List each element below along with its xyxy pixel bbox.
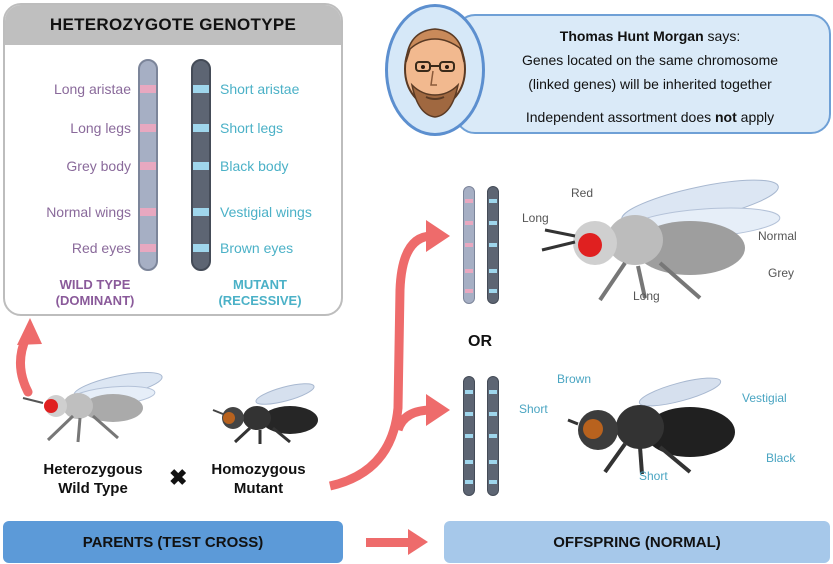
wild-trait-label: Long legs	[70, 120, 131, 136]
wild-type-caption: WILD TYPE (DOMINANT)	[35, 277, 155, 309]
wild-caption-line: (DOMINANT)	[55, 293, 135, 308]
or-label: OR	[468, 333, 492, 350]
parents-bar: PARENTS (TEST CROSS)	[3, 521, 343, 563]
band	[489, 460, 497, 464]
mutant-caption-line: (RECESSIVE)	[218, 293, 302, 308]
band	[465, 480, 473, 484]
mutant-band	[193, 162, 209, 170]
band	[465, 460, 473, 464]
wild-band	[140, 85, 156, 93]
band	[489, 480, 497, 484]
wild-band	[140, 208, 156, 216]
quote-line: Genes located on the same chromosome	[521, 52, 779, 68]
band	[489, 434, 497, 438]
band	[489, 199, 497, 203]
morgan-portrait	[385, 4, 485, 136]
arrowhead	[426, 394, 450, 426]
offspring-bar: OFFSPRING (NORMAL)	[444, 521, 830, 563]
band	[465, 412, 473, 416]
band	[489, 412, 497, 416]
wild-band	[140, 162, 156, 170]
parent-label-line: Wild Type	[58, 480, 128, 497]
wild-type-fly-icon	[22, 371, 163, 443]
mutant-band	[193, 208, 209, 216]
band	[489, 269, 497, 273]
offspring-wings-label: Normal	[758, 229, 797, 243]
band	[465, 269, 473, 273]
bar-arrow-shaft	[366, 538, 410, 547]
wild-band	[140, 244, 156, 252]
mutant-trait-label: Black body	[220, 158, 289, 174]
mutant-caption-line: MUTANT	[233, 277, 287, 292]
band	[489, 221, 497, 225]
band	[489, 243, 497, 247]
offspring-legs-label: Short	[639, 469, 668, 483]
offspring-eye-label: Brown	[557, 372, 592, 386]
band	[489, 289, 497, 293]
says-text: says:	[703, 28, 741, 44]
quote-bubble	[455, 14, 831, 134]
wild-trait-label: Grey body	[66, 158, 131, 174]
offspring-wings-label: Vestigial	[742, 391, 787, 405]
band	[465, 434, 473, 438]
mutant-fly-icon	[212, 383, 318, 444]
mutant-trait-label: Brown eyes	[220, 240, 294, 256]
mutant-trait-label: Short legs	[220, 120, 284, 136]
quote-text: Independent assortment does	[525, 109, 715, 125]
wild-trait-label: Red eyes	[71, 240, 131, 256]
quote-text: apply	[736, 109, 775, 125]
parent-label-line: Heterozygous	[43, 461, 143, 478]
band	[465, 390, 473, 394]
band	[465, 243, 473, 247]
mutant-band	[193, 85, 209, 93]
wild-trait-label: Normal wings	[46, 204, 131, 220]
parent-label-line: Mutant	[233, 480, 284, 497]
wild-band	[140, 124, 156, 132]
arrowhead	[408, 529, 428, 555]
quote-line: (linked genes) will be inherited togethe…	[528, 76, 772, 92]
mutant-trait-label: Vestigial wings	[220, 204, 312, 220]
mutant-trait-label: Short aristae	[220, 81, 300, 97]
band	[465, 289, 473, 293]
band	[489, 390, 497, 394]
quote-heading: Thomas Hunt Morgan says:	[470, 28, 830, 44]
quote-emphasis: not	[715, 109, 737, 125]
offspring-body-label: Grey	[768, 266, 795, 280]
speaker-name: Thomas Hunt Morgan	[559, 28, 704, 44]
portrait-illustration	[404, 28, 466, 118]
offspring-mutant-fly-icon	[567, 377, 735, 475]
arrowhead	[426, 220, 450, 252]
wild-type-parent-label: Heterozygous Wild Type	[28, 460, 158, 498]
band	[465, 221, 473, 225]
heterozygote-panel: HETEROZYGOTE GENOTYPE Long aristae Long …	[3, 3, 343, 316]
quote-line: Independent assortment does not apply	[470, 109, 830, 125]
band	[465, 199, 473, 203]
offspring-legs-label: Long	[633, 289, 660, 303]
wild-trait-label: Long aristae	[53, 81, 131, 97]
wild-caption-line: WILD TYPE	[59, 277, 131, 292]
arrowhead	[17, 318, 42, 345]
offspring-eye-label: Red	[571, 186, 594, 200]
offspring-aristae-label: Long	[522, 211, 549, 225]
parent-label-line: Homozygous	[211, 461, 306, 478]
mutant-caption: MUTANT (RECESSIVE)	[200, 277, 320, 309]
cross-icon: ✖	[169, 465, 188, 490]
mutant-band	[193, 124, 209, 132]
offspring-aristae-label: Short	[519, 402, 548, 416]
mutant-band	[193, 244, 209, 252]
offspring-body-label: Black	[766, 451, 796, 465]
offspring-wild-fly-icon	[541, 179, 781, 302]
panel-title: HETEROZYGOTE GENOTYPE	[5, 5, 341, 45]
split-arrow-upper	[328, 231, 433, 491]
mutant-parent-label: Homozygous Mutant	[196, 460, 321, 498]
